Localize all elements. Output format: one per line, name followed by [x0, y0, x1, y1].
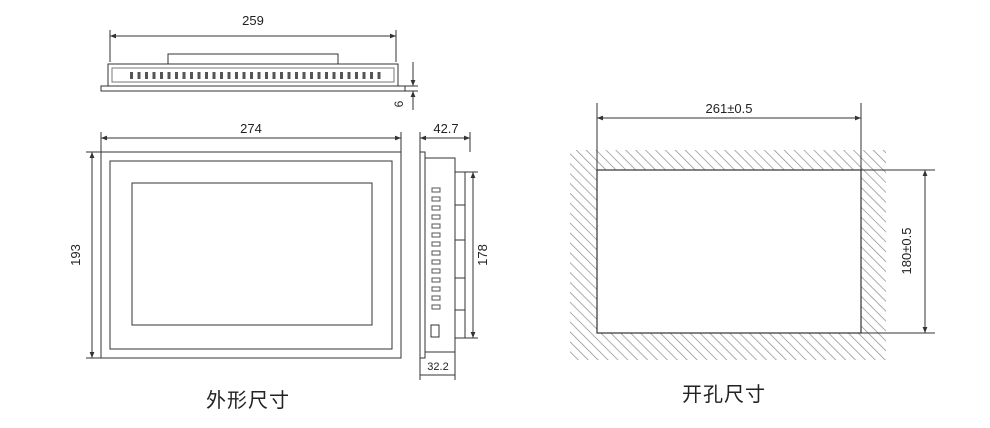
side-port-slot: [431, 187, 441, 193]
top-width-label: 259: [242, 13, 264, 28]
front-width-label: 274: [240, 121, 262, 136]
side-port-slot: [431, 196, 441, 202]
side-depth-label: 42.7: [433, 121, 458, 136]
vent-slot: [160, 72, 163, 79]
cutout-dimensions-caption: 开孔尺寸: [682, 382, 766, 406]
side-port-slot: [431, 241, 441, 247]
vent-slot: [242, 72, 246, 79]
side-port-slot: [431, 295, 441, 301]
vent-slot: [370, 72, 373, 79]
vent-slot: [175, 72, 178, 79]
vent-slot: [250, 72, 253, 79]
cutout-view: [570, 103, 935, 360]
vent-slot: [205, 72, 208, 79]
vent-slot: [137, 72, 141, 79]
cutout-width-label: 261±0.5: [706, 101, 753, 116]
vent-slot: [220, 72, 223, 79]
vent-slot: [145, 72, 148, 79]
vent-slot: [355, 72, 358, 79]
vent-slot: [235, 72, 238, 79]
side-port-slot: [431, 205, 441, 211]
vent-slot: [152, 72, 156, 79]
outline-dimensions-caption: 外形尺寸: [206, 388, 290, 412]
vent-slot: [340, 72, 343, 79]
vent-slot: [130, 72, 133, 79]
vent-slot: [212, 72, 216, 79]
vent-slot: [302, 72, 306, 79]
front-height-label: 193: [68, 244, 83, 266]
vent-slot: [182, 72, 186, 79]
side-height-label: 178: [475, 244, 490, 266]
vent-slot: [257, 72, 261, 79]
side-port-slot: [431, 304, 441, 310]
screen-area: [131, 182, 373, 326]
vent-slot: [272, 72, 276, 79]
side-ports: [431, 187, 441, 310]
vent-slot: [377, 72, 381, 79]
vent-slot: [197, 72, 201, 79]
vent-slot: [332, 72, 336, 79]
side-view: [419, 132, 478, 380]
top-thickness-label: 6: [392, 100, 406, 107]
side-port-slot: [431, 286, 441, 292]
side-port-slot: [431, 223, 441, 229]
side-port-slot: [431, 277, 441, 283]
vent-slot: [227, 72, 231, 79]
side-port-slot: [431, 250, 441, 256]
vent-slot: [295, 72, 298, 79]
vent-slot: [167, 72, 171, 79]
front-view: [86, 132, 402, 359]
vent-slot: [190, 72, 193, 79]
top-view: [100, 30, 418, 110]
vent-slot: [317, 72, 321, 79]
vent-slot: [287, 72, 291, 79]
cutout-height-label: 180±0.5: [899, 228, 914, 275]
side-port-slot: [431, 232, 441, 238]
vent-slot: [325, 72, 328, 79]
side-base-label: 32.2: [427, 361, 448, 373]
vent-slot: [265, 72, 268, 79]
vent-slot: [347, 72, 351, 79]
side-port-slot: [431, 259, 441, 265]
side-port-slot: [431, 268, 441, 274]
side-port-slot: [431, 214, 441, 220]
vent-slots: [130, 72, 381, 79]
vent-slot: [362, 72, 366, 79]
vent-slot: [310, 72, 313, 79]
vent-slot: [280, 72, 283, 79]
